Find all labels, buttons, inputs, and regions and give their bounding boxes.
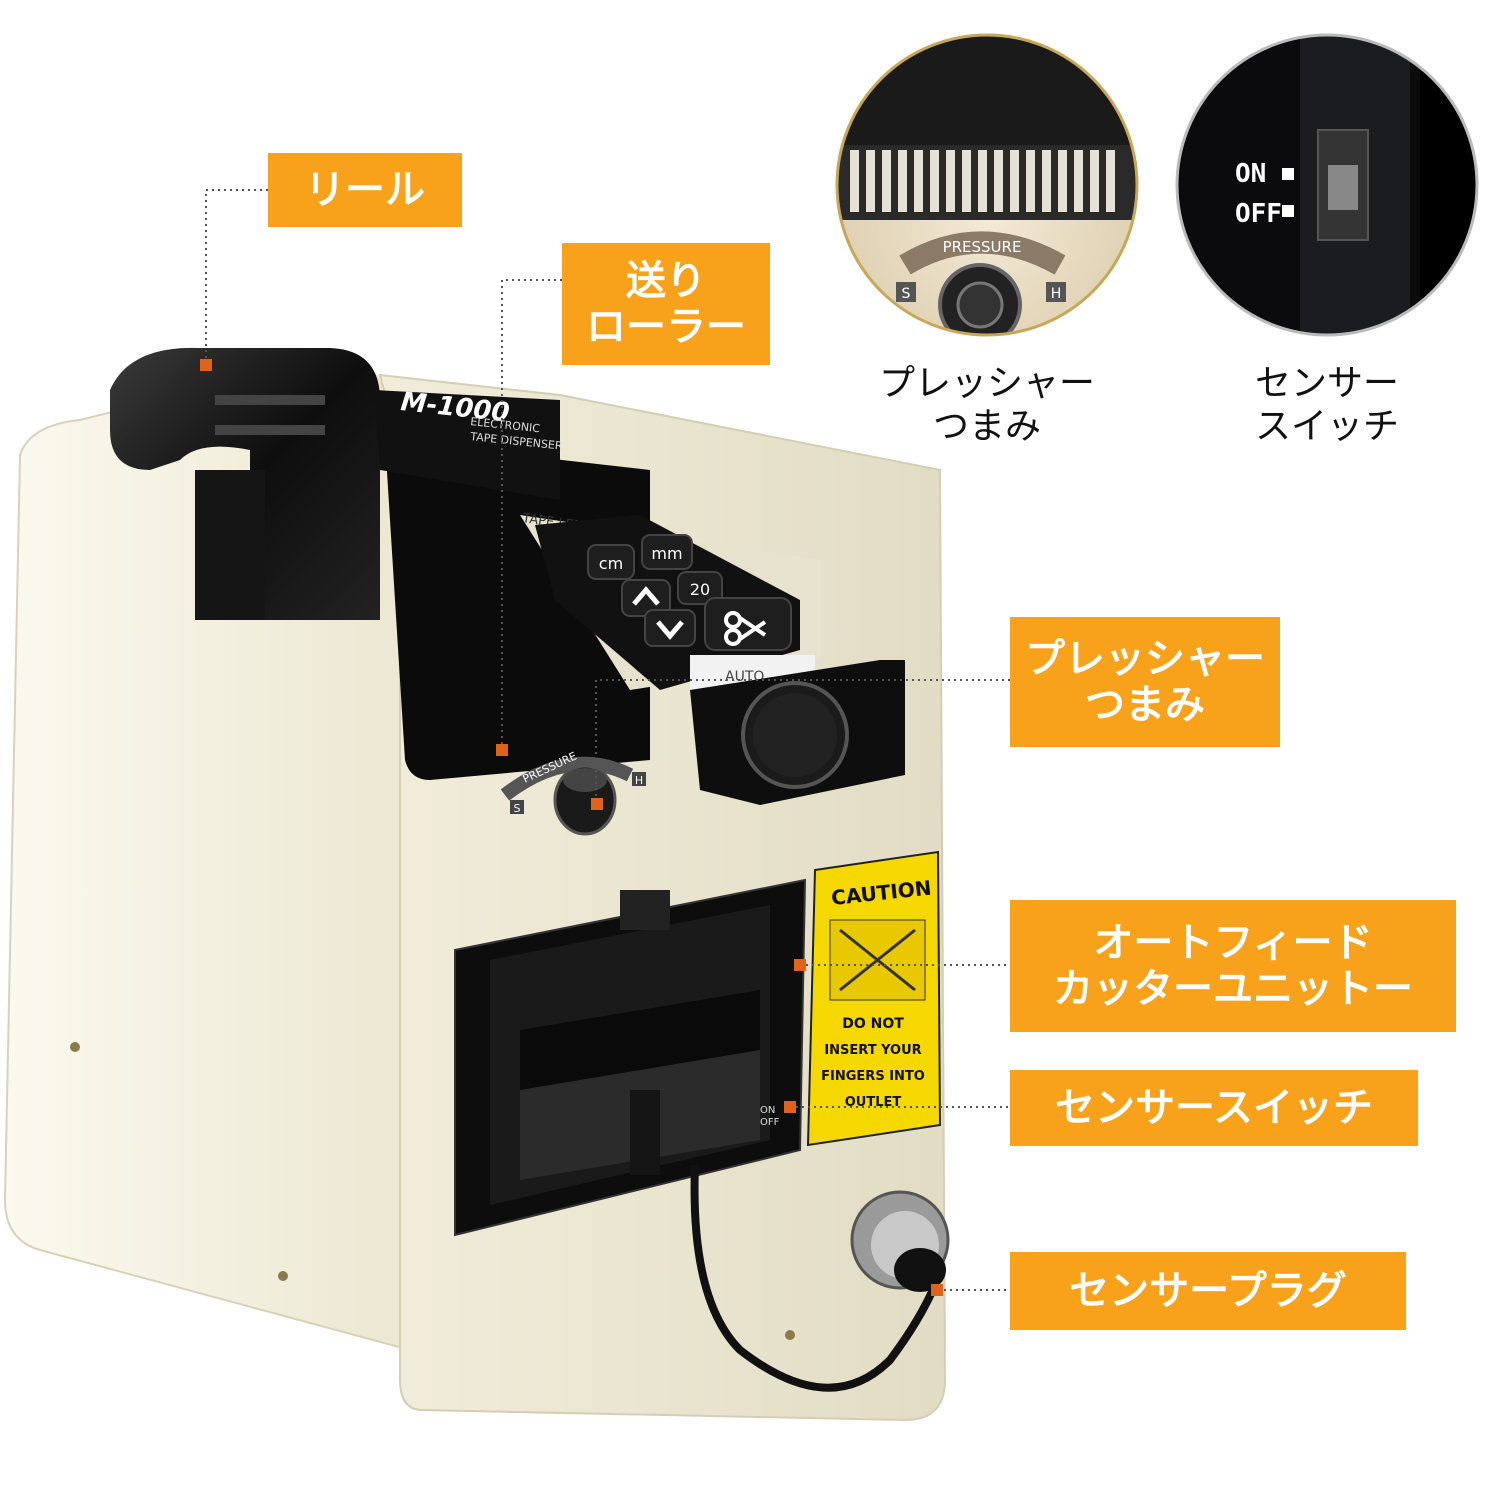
callout-cutter-unit-line2: カッターユニットー xyxy=(1053,966,1413,1012)
sensor-plug xyxy=(850,1190,950,1292)
callout-pressure-knob: プレッシャー つまみ xyxy=(1010,617,1280,747)
sensor-inset-caption: センサー スイッチ xyxy=(1207,362,1447,448)
mm-button[interactable] xyxy=(641,534,693,570)
device-knob-h: H xyxy=(635,774,643,787)
mm-button-label: mm xyxy=(651,544,682,563)
callout-pressure-knob-line1: プレッシャー xyxy=(1025,636,1265,682)
down-arrow-icon xyxy=(656,620,684,640)
sensor-inset-caption-line2: スイッチ xyxy=(1254,406,1399,448)
sensor-inset-caption-line1: センサー xyxy=(1254,363,1399,404)
inset-h-label: H xyxy=(1051,286,1062,302)
callout-cutter-unit-line1: オートフィード xyxy=(1093,920,1373,966)
down-arrow-button[interactable] xyxy=(644,609,696,647)
cm-button[interactable] xyxy=(587,544,635,580)
inset-off-label: OFF xyxy=(1235,199,1282,229)
tape-dispenser-device: M-1000 ELECTRONIC TAPE DISPENSER TAPE LE… xyxy=(3,347,950,1422)
sensor-cable xyxy=(690,1164,939,1392)
sensor-switch-inset: ON OFF xyxy=(1175,33,1479,337)
callout-pressure-knob-line2: つまみ xyxy=(1085,682,1205,728)
pressure-inset-caption-line2: つまみ xyxy=(932,406,1041,448)
pressure-knob-inset: PRESSURE S H xyxy=(835,33,1139,337)
callout-cutter-unit: オートフィード カッターユニットー xyxy=(1010,900,1456,1032)
inset-on-label: ON xyxy=(1235,159,1266,189)
inset-pressure-label: PRESSURE xyxy=(943,238,1022,256)
cutter-unit: ON OFF xyxy=(454,878,807,1237)
callout-feed-roller: 送り ローラー xyxy=(562,243,770,365)
inset-s-label: S xyxy=(902,286,911,302)
cm-button-label: cm xyxy=(599,554,623,573)
caution-line-2: INSERT YOUR xyxy=(824,1043,921,1058)
caution-line-1: DO NOT xyxy=(842,1016,904,1032)
callout-feed-roller-line2: ローラー xyxy=(586,304,746,350)
callout-sensor-plug-text: センサープラグ xyxy=(1069,1268,1347,1314)
control-panel: TAPE LENGTH cm mm 20 xyxy=(520,511,820,690)
callout-sensor-plug: センサープラグ xyxy=(1010,1252,1406,1330)
callout-sensor-switch-text: センサースイッチ xyxy=(1055,1085,1373,1131)
leader-markers xyxy=(200,359,943,1296)
button-20[interactable] xyxy=(677,571,723,605)
callout-reel: リール xyxy=(268,153,462,227)
cutter-switch-on: ON xyxy=(760,1105,775,1116)
cutter-switch-off: OFF xyxy=(760,1117,780,1128)
callout-feed-roller-line1: 送り xyxy=(626,258,706,304)
callout-reel-text: リール xyxy=(305,167,425,213)
tape-reel xyxy=(110,347,380,620)
caution-label: CAUTION DO NOT INSERT YOUR FINGERS INTO … xyxy=(806,850,942,1147)
leader-lines xyxy=(205,189,1010,1291)
pressure-inset-caption-line1: プレッシャー xyxy=(878,363,1095,404)
scissors-icon xyxy=(724,611,767,646)
cutter-teeth xyxy=(850,150,1115,212)
callout-sensor-switch: センサースイッチ xyxy=(1010,1070,1418,1146)
button-20-label: 20 xyxy=(690,580,710,599)
device-knob-s: S xyxy=(514,802,521,815)
caution-line-3: FINGERS INTO xyxy=(821,1069,925,1084)
pressure-inset-caption: プレッシャー つまみ xyxy=(857,362,1117,448)
up-arrow-icon xyxy=(632,586,660,606)
